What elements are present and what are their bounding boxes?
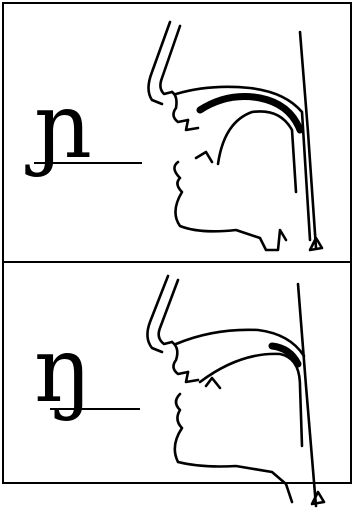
- panel-divider: [4, 261, 350, 263]
- figure-frame: ɲ ŋ: [2, 2, 352, 484]
- symbol-baseline: [50, 408, 140, 410]
- vocal-tract-diagram-palatal: [140, 12, 340, 262]
- ipa-symbol-palatal-nasal: ɲ: [34, 82, 144, 172]
- ipa-symbol-velar-nasal: ŋ: [34, 326, 144, 416]
- symbol-baseline: [34, 162, 142, 164]
- vocal-tract-diagram-velar: [140, 266, 340, 516]
